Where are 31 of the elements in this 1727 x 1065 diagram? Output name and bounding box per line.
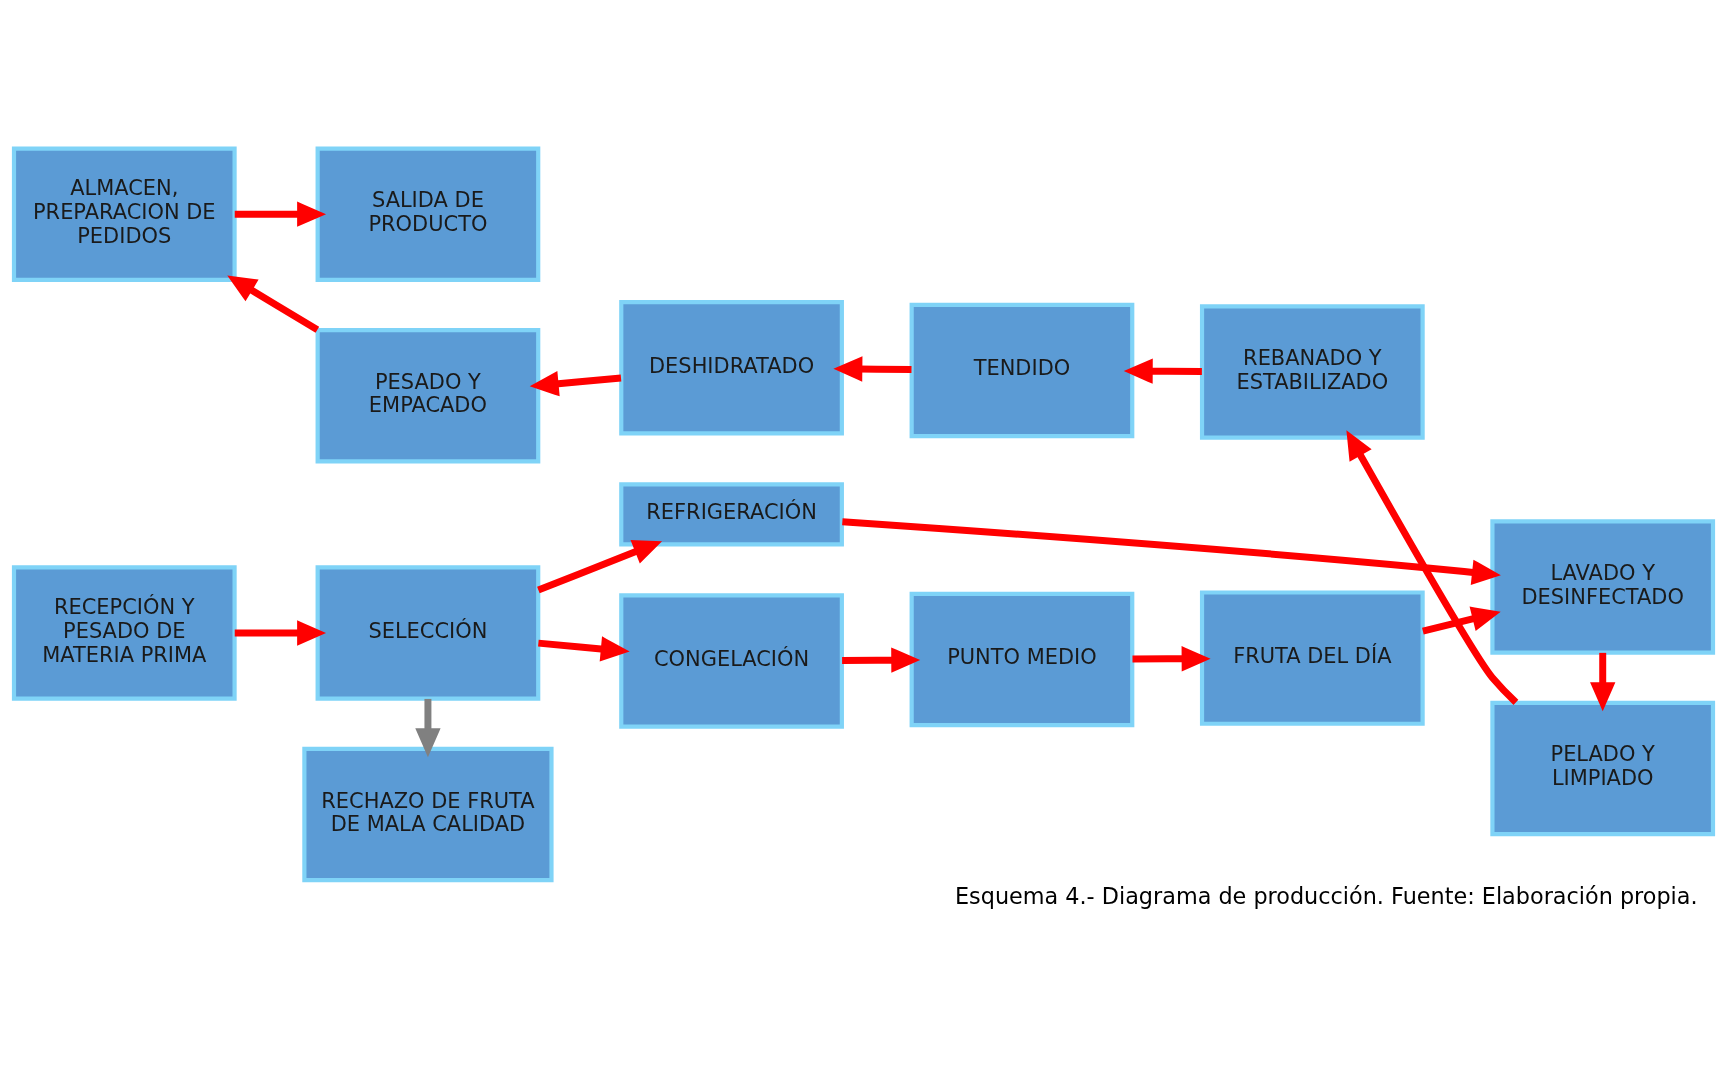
node-box: RECHAZO DE FRUTA DE MALA CALIDAD [302,746,554,883]
arrow [234,620,327,646]
node-box: DESHIDRATADO [619,300,844,436]
arrow [1422,606,1501,635]
arrow [234,201,327,227]
arrow [529,371,622,397]
node-box: SELECCIÓN [315,565,541,701]
arrow [1346,430,1519,705]
node-box: LAVADO Y DESINFECTADO [1490,519,1716,655]
node-box: REBANADO Y ESTABILIZADO [1199,304,1425,440]
node-box: TENDIDO [909,302,1135,439]
node-box: PELADO Y LIMPIADO [1490,700,1716,837]
node-box: FRUTA DEL DÍA [1199,590,1425,726]
node-box: ALMACEN, PREPARACION DE PEDIDOS [11,146,237,282]
arrow [1132,646,1211,672]
arrow [842,647,921,673]
arrow [538,636,630,662]
node-box: RECEPCIÓN Y PESADO DE MATERIA PRIMA [11,565,237,701]
caption: Esquema 4.- Diagrama de producción. Fuente: Elaboración propia. [955,882,1698,909]
arrow [415,698,441,758]
arrow [537,540,663,594]
node-box: CONGELACIÓN [619,593,844,729]
arrow [1123,358,1202,384]
arrow [833,356,912,382]
arrow [227,275,320,333]
node-box: REFRIGERACIÓN [619,482,844,547]
node-box: SALIDA DE PRODUCTO [315,146,541,282]
arrow [842,518,1501,585]
node-box: PUNTO MEDIO [909,591,1135,728]
arrow [1590,652,1616,712]
node-box: PESADO Y EMPACADO [315,327,541,464]
